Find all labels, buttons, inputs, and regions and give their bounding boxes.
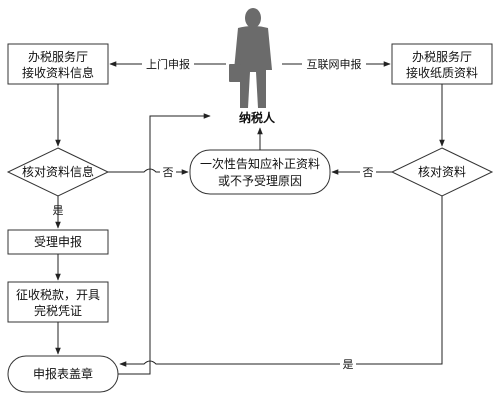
edge-online-bg	[302, 57, 366, 71]
edge-onsite-label: 上门申报	[146, 57, 190, 71]
edge-yes-bottom-label: 是	[343, 358, 354, 371]
hall-right-box	[391, 43, 493, 85]
edge-online-label: 互联网申报	[307, 57, 362, 71]
edge-yes-bottom-bg	[340, 357, 356, 371]
hall-left-box	[7, 43, 109, 85]
accept-label: 受理申报	[34, 234, 82, 249]
edge-no-left-label: 否	[163, 166, 174, 179]
stamp-label: 申报表盖章	[33, 366, 93, 381]
notify-line2: 或不予受理原因	[218, 174, 302, 188]
edge-yes-bottom	[119, 196, 443, 367]
verify-right-label: 核对资料	[418, 165, 466, 179]
verify-left-label: 核对资料信息	[22, 164, 94, 179]
collect-box	[7, 281, 109, 323]
edge-stamp-to-taxpayer	[118, 113, 211, 375]
collect-line2: 完税凭证	[34, 303, 82, 318]
edge-onsite-bg	[142, 57, 194, 71]
hall-right-line2: 接收纸质资料	[406, 65, 478, 80]
edge-no-right-bg	[360, 165, 376, 179]
notify-line1: 一次性告知应补正资料	[200, 156, 320, 171]
edge-no-right-label: 否	[363, 166, 374, 179]
hall-right-line1: 办税服务厅	[412, 49, 472, 64]
collect-line1: 征收税款，开具	[16, 288, 100, 302]
accept-box	[7, 229, 109, 255]
edge-no-left-bg	[160, 165, 176, 179]
hall-left-line2: 接收资料信息	[22, 65, 94, 80]
taxpayer-figure-icon	[229, 8, 272, 108]
edge-yes-down-label: 是	[53, 204, 64, 217]
hall-left-line1: 办税服务厅	[28, 49, 88, 64]
taxpayer-label: 纳税人	[239, 110, 276, 125]
